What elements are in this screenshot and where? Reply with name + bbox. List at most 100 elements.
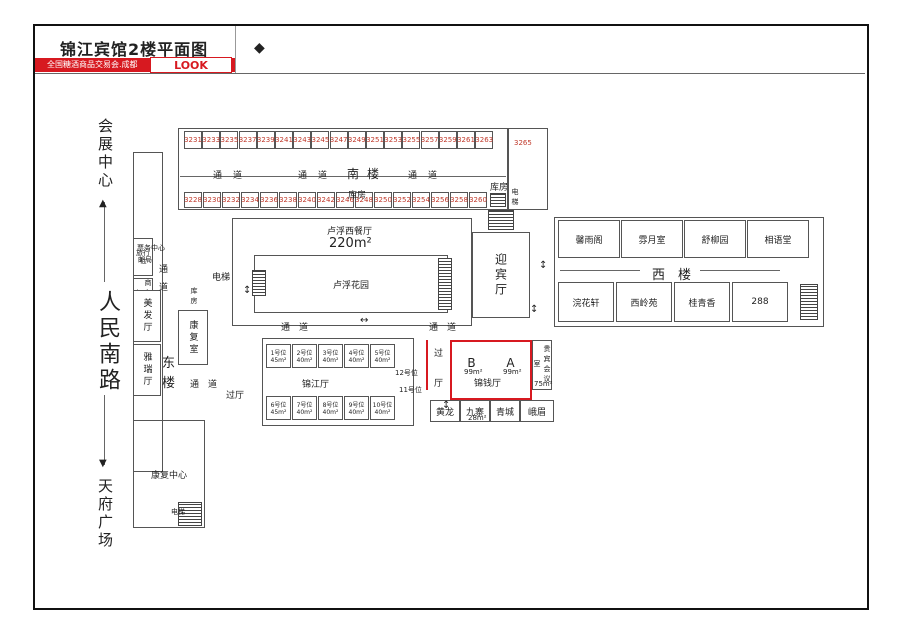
- street-label-tianfu: 天府广场: [96, 478, 114, 550]
- room-3251[interactable]: 3251: [366, 131, 384, 149]
- room-3249[interactable]: 3249: [347, 131, 366, 149]
- west-room-top-1[interactable]: 雰月室: [621, 220, 683, 258]
- booth-area: 40m²: [348, 357, 365, 364]
- west-room-top-0[interactable]: 馨雨阁: [558, 220, 620, 258]
- room-3240[interactable]: 3240: [298, 192, 316, 208]
- south-building: [178, 128, 508, 210]
- west-corridor-line-left: [560, 270, 640, 271]
- room-3254[interactable]: 3254: [412, 192, 430, 208]
- south-stairs: [490, 193, 506, 207]
- arrow-down-icon: ▼: [99, 458, 107, 469]
- east-vertical-corridor-2: 道: [159, 283, 169, 293]
- west-room-top-3[interactable]: 相语堂: [747, 220, 809, 258]
- west-room-bottom-3[interactable]: 288: [732, 282, 788, 322]
- room-3243[interactable]: 3243: [293, 131, 312, 149]
- double-arrow-vertical-icon: ↕: [243, 285, 252, 296]
- yarui-room[interactable]: 雅瑞厅: [133, 344, 161, 396]
- west-room-bottom-0[interactable]: 浣花轩: [558, 282, 614, 322]
- room-3258[interactable]: 3258: [450, 192, 468, 208]
- west-room-top-2[interactable]: 舒柳园: [684, 220, 746, 258]
- room-3263[interactable]: 3263: [475, 131, 494, 149]
- room-3239[interactable]: 3239: [256, 131, 275, 149]
- room-3245[interactable]: 3245: [311, 131, 330, 149]
- room-3255[interactable]: 3255: [402, 131, 421, 149]
- room-3252[interactable]: 3252: [393, 192, 411, 208]
- hall-b-room[interactable]: B: [452, 342, 491, 384]
- beauty-room[interactable]: 美发厅: [133, 290, 161, 342]
- room-3233[interactable]: 3233: [202, 131, 221, 149]
- hall-b-label: B: [467, 356, 476, 370]
- room-3246[interactable]: 3246: [336, 192, 354, 208]
- room-3235[interactable]: 3235: [220, 131, 239, 149]
- emei-room[interactable]: 峨眉: [520, 400, 554, 422]
- double-arrow-vertical-icon-4: ↕: [530, 304, 539, 315]
- huanglong-room[interactable]: 黄龙: [430, 400, 460, 422]
- room-3231[interactable]: 3231: [184, 131, 202, 149]
- room-3257[interactable]: 3257: [420, 131, 439, 149]
- room-3236[interactable]: 3236: [260, 192, 278, 208]
- booth-name: 1号位: [270, 350, 287, 357]
- room-3237[interactable]: 3237: [238, 131, 257, 149]
- jiuzhai-label: 九寨: [465, 407, 484, 418]
- jinqian-hall-label: 锦钱厅: [474, 379, 502, 389]
- west-room-bottom-1[interactable]: 西岭苑: [616, 282, 672, 322]
- hall-a-room[interactable]: A: [491, 342, 530, 384]
- booth-area: 45m²: [270, 357, 287, 364]
- center-storage-label: 库房: [190, 287, 198, 307]
- jiuzhai-room[interactable]: 九寨: [460, 400, 490, 422]
- room-3261[interactable]: 3261: [457, 131, 475, 149]
- qingcheng-room[interactable]: 青城: [490, 400, 520, 422]
- room-3228[interactable]: 3228: [184, 192, 202, 208]
- room-3253[interactable]: 3253: [384, 131, 403, 149]
- booth-area: 40m²: [322, 357, 339, 364]
- room-3241[interactable]: 3241: [275, 131, 293, 149]
- room-3234[interactable]: 3234: [241, 192, 259, 208]
- booth-name: 9号位: [348, 402, 365, 409]
- double-arrow-vertical-icon-2: ↕: [539, 260, 548, 271]
- booth-name: 10号位: [372, 402, 393, 409]
- map-frame: [33, 24, 869, 610]
- room-3250[interactable]: 3250: [374, 192, 392, 208]
- garden-label: 卢浮花园: [332, 280, 369, 291]
- double-arrow-horizontal-icon: ↔: [360, 315, 369, 326]
- south-building-name-1: 南: [347, 167, 360, 181]
- room-3248[interactable]: 3248: [355, 192, 373, 208]
- room-3232[interactable]: 3232: [222, 192, 240, 208]
- south-building-east: [508, 128, 548, 210]
- south-corridor-label-5: 通: [408, 171, 418, 181]
- booth-name: 5号位: [374, 350, 391, 357]
- south-corridor-line: [180, 176, 506, 177]
- kangfu-room-label: 康复室: [187, 319, 198, 356]
- room-3230[interactable]: 3230: [203, 192, 221, 208]
- kangfu-center-room[interactable]: 康复中心: [133, 420, 205, 528]
- booth-12-label: 12号位: [395, 369, 418, 377]
- guest-hall-room[interactable]: 迎宾厅: [472, 232, 530, 318]
- kangfu-room[interactable]: 康复室: [178, 310, 208, 365]
- booth-name: 3号位: [322, 350, 339, 357]
- room-3260[interactable]: 3260: [469, 192, 487, 208]
- booth-name: 7号位: [296, 402, 313, 409]
- room-3256[interactable]: 3256: [431, 192, 449, 208]
- vip-room[interactable]: 贵宾会议室: [532, 340, 552, 390]
- room-3242[interactable]: 3242: [317, 192, 335, 208]
- south-corridor-label-4: 道: [318, 171, 328, 181]
- huanglong-label: 黄龙: [435, 407, 454, 418]
- garden-room[interactable]: 卢浮花园: [254, 255, 448, 313]
- arrow-up-icon: ▲: [99, 198, 107, 209]
- room-3238[interactable]: 3238: [279, 192, 297, 208]
- room-3247[interactable]: 3247: [329, 131, 348, 149]
- room-3259[interactable]: 3259: [438, 131, 457, 149]
- west-room-bottom-2[interactable]: 桂青香: [674, 282, 730, 322]
- kangfu-center-label: 康复中心: [150, 470, 187, 481]
- lower-corridor-label-2: 通 道: [429, 323, 457, 333]
